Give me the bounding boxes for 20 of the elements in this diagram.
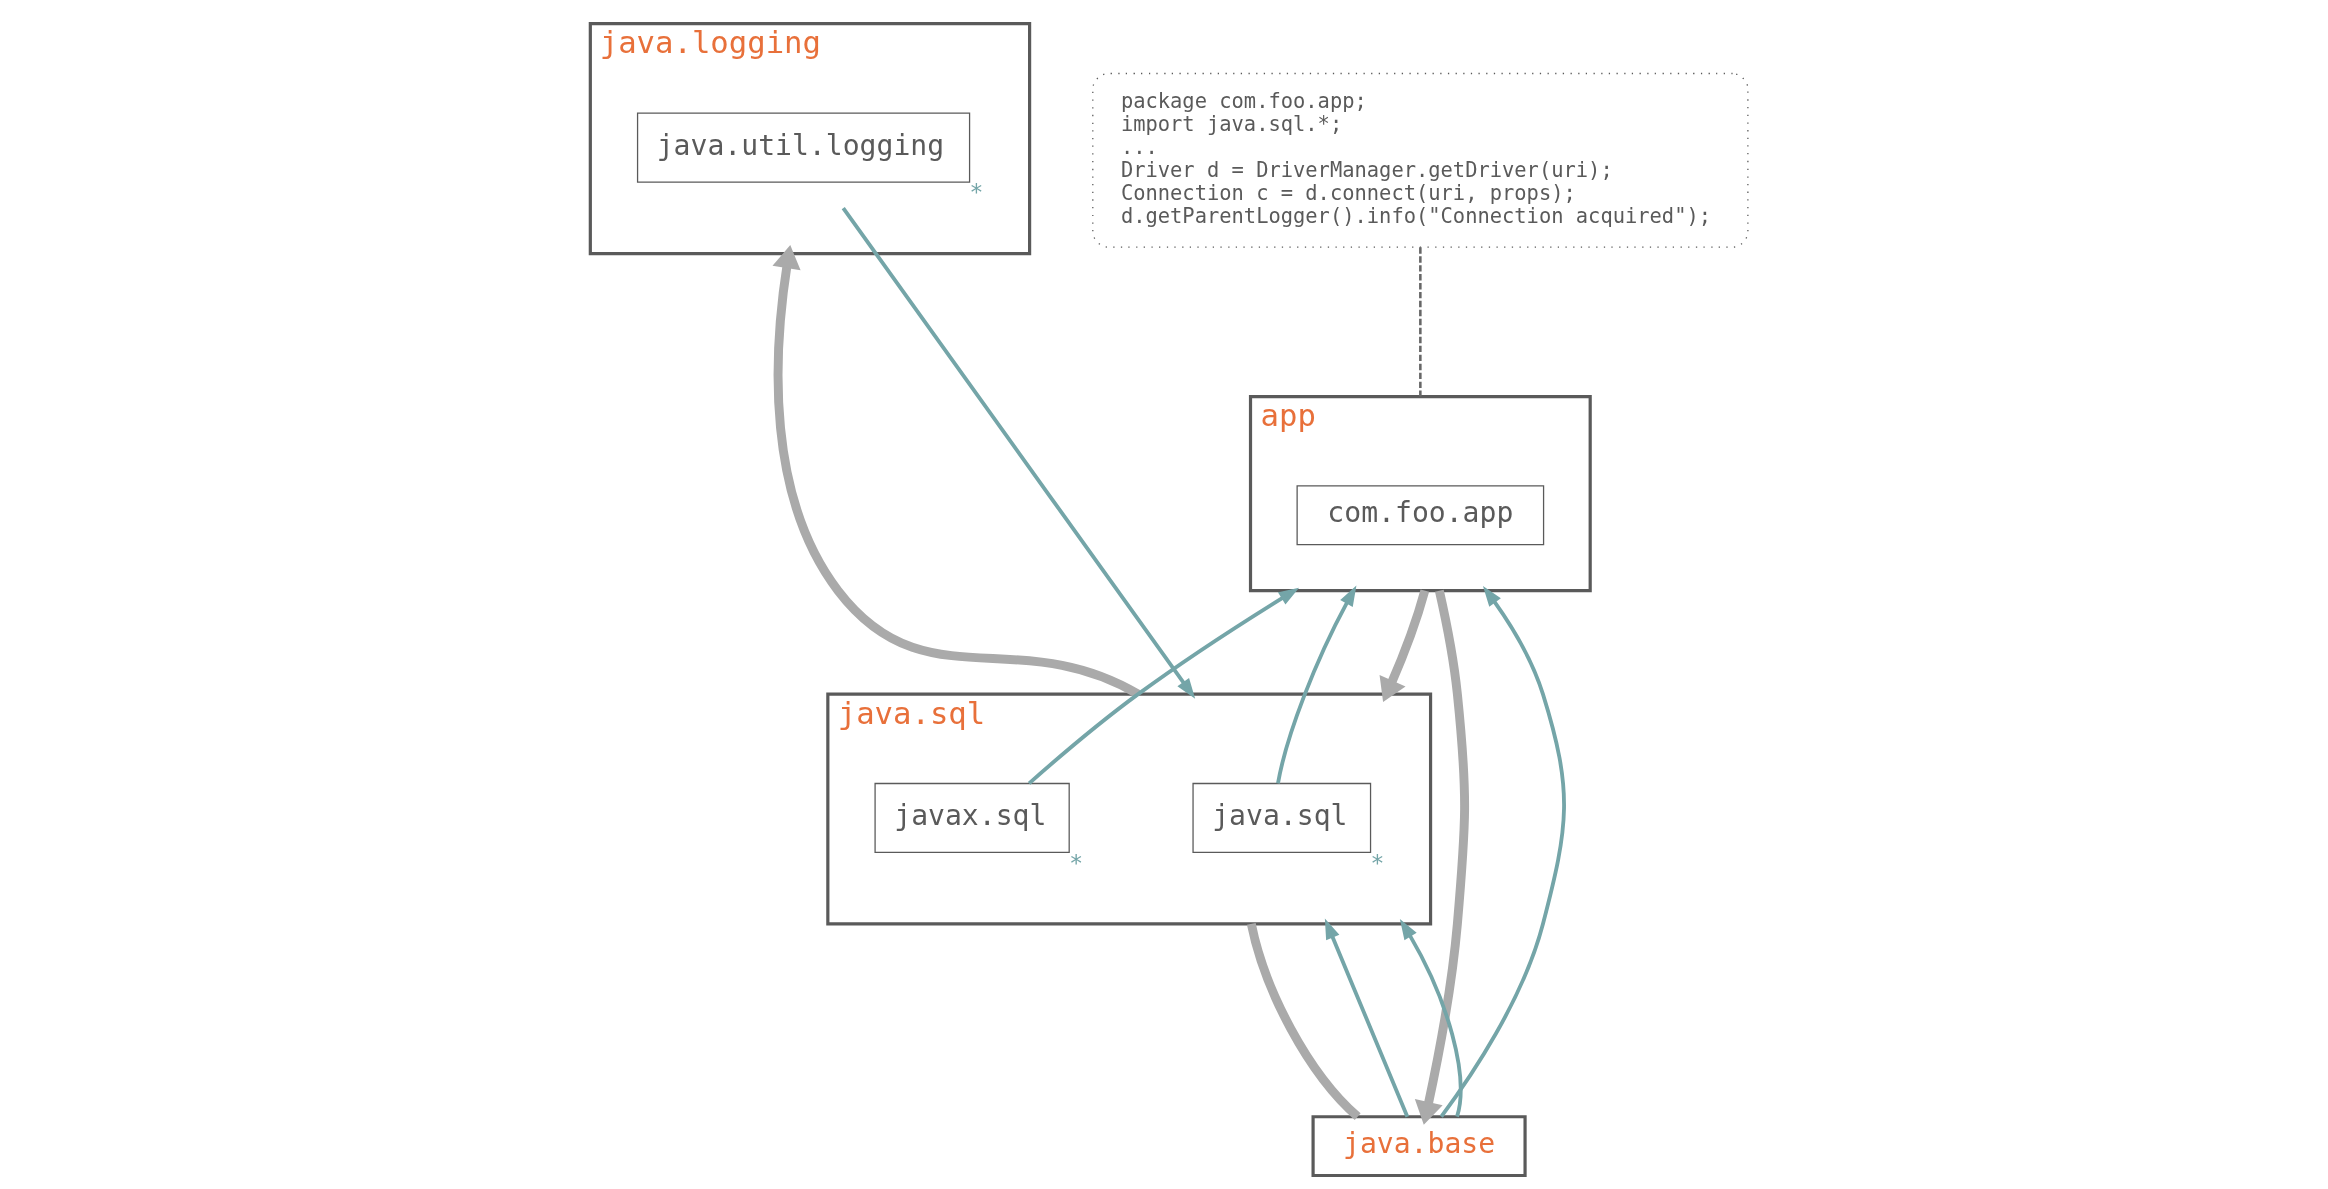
arrow [1414, 589, 1470, 1125]
arrow [1379, 589, 1430, 702]
node-label: * [1069, 849, 1084, 876]
node-box: javax.sql [874, 782, 1070, 854]
node-box: package com.foo.app; import java.sql.*; ... Driver d = DriverManager.getDriver(uri); Connection c = d.connect(uri, props); d.getParentLogger().info("Connection acquired"); [1092, 72, 1749, 248]
arrow [772, 245, 1141, 699]
arrow [1324, 918, 1410, 1118]
arrow [1439, 586, 1566, 1118]
node-label: * [1370, 849, 1385, 876]
node-box: java.util.logging [636, 112, 971, 183]
arrow [1399, 919, 1463, 1118]
connector [1419, 247, 1422, 397]
node-box: java.sql [1192, 782, 1372, 854]
arrow [841, 206, 1196, 699]
arrow [1276, 585, 1357, 784]
node-box: java.base [1311, 1115, 1527, 1178]
connector [1246, 922, 1361, 1120]
node-box: com.foo.app [1296, 485, 1545, 546]
arrow [1027, 587, 1300, 785]
node-label: * [969, 179, 984, 206]
